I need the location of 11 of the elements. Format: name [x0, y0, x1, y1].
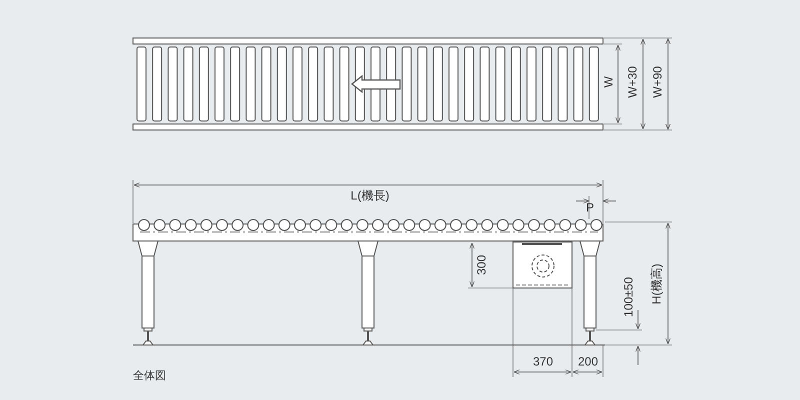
dimension-label: W+90 [652, 66, 664, 98]
dimension-label: 200 [578, 356, 598, 368]
dimension-label: 370 [532, 356, 554, 368]
drawing-caption: 全体図 [133, 370, 166, 383]
dimension-label: W [602, 76, 616, 88]
dimension-label: L(機長) [350, 190, 390, 202]
dimension-label: 100±50 [622, 277, 636, 317]
dimension-label: 300 [476, 254, 488, 276]
dimension-label: W+30 [626, 66, 640, 98]
dimension-label: H(機高) [650, 264, 664, 304]
dimension-label: P [586, 202, 594, 214]
